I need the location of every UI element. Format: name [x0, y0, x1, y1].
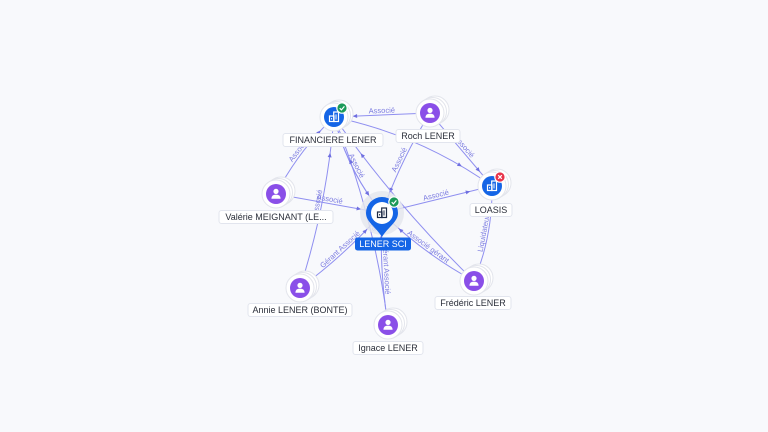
node-label: Valérie MEIGNANT (LE... [225, 212, 326, 222]
edge-arrow-icon [352, 114, 358, 119]
node-label: Frédéric LENER [440, 298, 506, 308]
node-roch-lener[interactable]: Roch LENER [395, 95, 461, 143]
edge-arrow-icon [349, 159, 354, 165]
edge-arrow-icon [398, 228, 404, 233]
edge-arrow-icon [316, 130, 321, 136]
nodes-layer: LENER SCI FINANCIERE LENER Roch LENER LOASI… [218, 95, 513, 355]
edge-arrow-icon [362, 229, 368, 234]
person-icon [295, 282, 305, 293]
edge-line[interactable] [333, 116, 493, 187]
node-label: Annie LENER (BONTE) [252, 305, 347, 315]
inactive-cross-icon [494, 171, 506, 183]
node-loasis[interactable]: LOASIS [469, 168, 513, 217]
node-label-box [355, 237, 411, 251]
building-icon [486, 180, 498, 192]
edge-arrow-icon [465, 190, 471, 195]
node-label-box [247, 303, 353, 317]
edge-financiere-lener-to-loasis[interactable] [333, 116, 493, 187]
active-check-icon [336, 102, 348, 114]
edge-label: Associé [422, 188, 450, 203]
edge-label: Associé [389, 146, 408, 174]
node-label: FINANCIERE LENER [289, 135, 377, 145]
node-label-box [218, 210, 334, 224]
person-icon [383, 319, 393, 330]
edge-label: Gérant Associé [318, 229, 362, 270]
node-label-box [352, 341, 424, 355]
person-avatar [290, 278, 310, 298]
node-label-box [282, 133, 384, 147]
building-icon [376, 207, 388, 219]
edge-label: Gérant Associé [381, 243, 393, 294]
node-label-box [434, 296, 512, 310]
node-label: LENER SCI [359, 239, 407, 249]
node-lener-sci[interactable]: LENER SCI [355, 191, 411, 251]
person-icon [271, 188, 281, 199]
node-label: LOASIS [475, 205, 508, 215]
person-icon [425, 107, 435, 118]
node-financiere-lener[interactable]: FINANCIERE LENER [282, 99, 384, 147]
node-label-box [395, 129, 461, 143]
person-icon [469, 275, 479, 286]
edge-arrow-icon [364, 190, 370, 196]
node-label-box [469, 203, 513, 217]
edge-arrow-icon [327, 152, 332, 158]
node-ignace-lener[interactable]: Ignace LENER [352, 307, 424, 355]
edge-label: Associé [369, 105, 396, 115]
person-avatar [464, 271, 484, 291]
edge-arrow-icon [456, 162, 462, 167]
edge-arrow-icon [475, 167, 480, 172]
edge-arrow-icon [356, 206, 362, 211]
node-label: Roch LENER [401, 131, 455, 141]
node-annie-lener[interactable]: Annie LENER (BONTE) [247, 270, 353, 317]
edge-arrow-icon [360, 153, 365, 159]
node-valerie-meignant[interactable]: Valérie MEIGNANT (LE... [218, 176, 334, 224]
person-avatar [266, 184, 286, 204]
edge-label: Liquidateur [476, 214, 492, 253]
building-icon [328, 111, 340, 123]
person-avatar [378, 315, 398, 335]
active-check-icon [388, 196, 400, 208]
node-frederic-lener[interactable]: Frédéric LENER [434, 263, 512, 310]
node-label: Ignace LENER [358, 343, 418, 353]
